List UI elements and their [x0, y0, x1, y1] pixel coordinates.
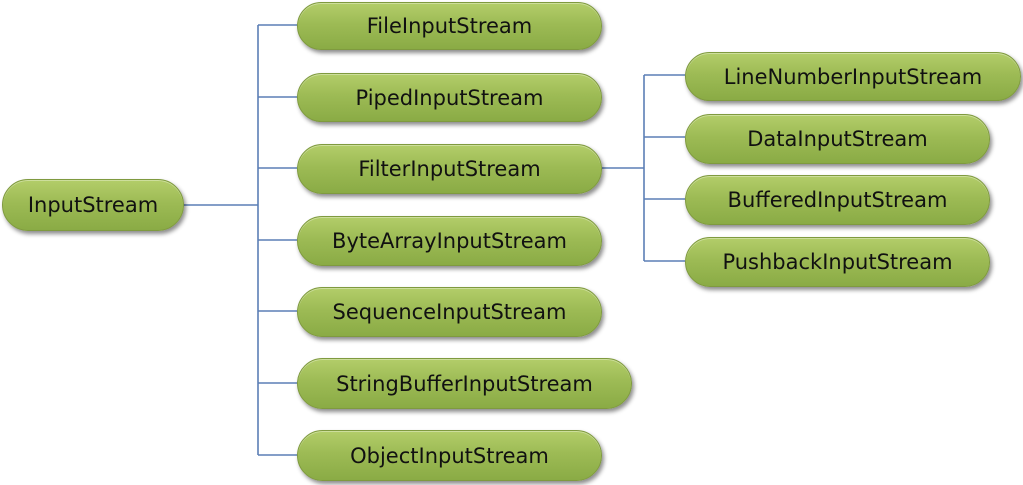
node-pushbackinputstream: PushbackInputStream	[685, 237, 990, 287]
node-linenumberinputstream: LineNumberInputStream	[685, 52, 1021, 101]
node-label: DataInputStream	[747, 127, 928, 151]
node-bytearrayinputstream: ByteArrayInputStream	[297, 216, 602, 266]
node-label: FilterInputStream	[358, 157, 541, 181]
node-sequenceinputstream: SequenceInputStream	[297, 287, 602, 337]
node-datainputstream: DataInputStream	[685, 114, 990, 164]
node-bufferedinputstream: BufferedInputStream	[685, 175, 990, 225]
node-label: InputStream	[27, 193, 159, 217]
node-label: LineNumberInputStream	[723, 64, 983, 89]
node-label: ByteArrayInputStream	[332, 229, 567, 253]
node-label: BufferedInputStream	[727, 188, 948, 212]
node-objectinputstream: ObjectInputStream	[297, 430, 602, 481]
node-label: StringBufferInputStream	[336, 371, 593, 396]
node-fileinputstream: FileInputStream	[297, 2, 602, 50]
node-pipedinputstream: PipedInputStream	[297, 73, 602, 122]
node-label: ObjectInputStream	[350, 443, 549, 468]
node-filterinputstream: FilterInputStream	[297, 144, 602, 194]
node-label: FileInputStream	[366, 14, 533, 38]
node-label: PipedInputStream	[355, 85, 544, 110]
node-stringbufferinputstream: StringBufferInputStream	[297, 358, 632, 409]
node-label: PushbackInputStream	[722, 250, 953, 274]
node-label: SequenceInputStream	[332, 300, 567, 324]
node-inputstream: InputStream	[2, 179, 184, 231]
